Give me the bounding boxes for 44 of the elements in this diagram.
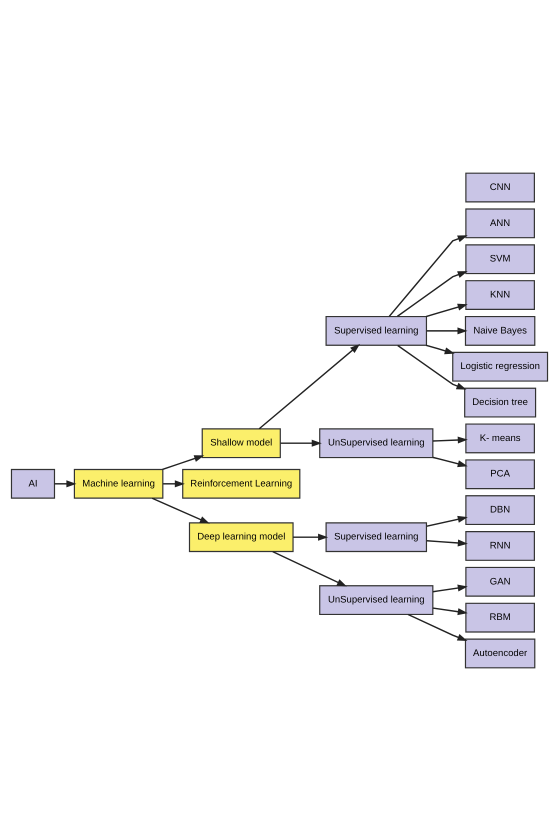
arrow [280,439,322,446]
node-box: Naive Bayes [464,315,536,346]
arrow [272,550,347,586]
arrow [397,344,467,390]
arrow [432,606,468,615]
arrow [432,436,468,444]
node-box: Logistic regression [452,351,548,382]
arrow [408,613,468,640]
node-box: K- means [465,422,535,453]
node-box: DBN [465,494,535,525]
node-box: Shallow model [202,428,281,458]
node-box: Supervised learning [326,522,428,552]
node-box: ANN [465,208,535,238]
node-box: GAN [465,566,535,596]
node-box: AI [10,468,56,498]
node-box: Autoencoder [464,638,536,668]
arrow [432,584,468,592]
node-box: UnSupervised learning [319,584,434,615]
node-box: Supervised learning [326,315,428,346]
node-box: PCA [465,458,535,489]
node-box: CNN [465,172,535,202]
arrow [426,515,468,526]
node-box: SVM [465,244,535,274]
arrow [163,480,185,487]
node-box: Reinforcement Learning [182,468,300,498]
node-box: RBM [465,602,535,632]
arrow [152,497,210,524]
arrow [162,454,204,470]
arrow [293,533,328,540]
arrow [396,270,468,316]
arrow [426,326,468,334]
arrow [432,456,468,467]
node-box: Machine learning [74,468,164,498]
node-box: Decision tree [464,387,536,418]
arrow [426,303,468,317]
node-box: KNN [465,280,535,310]
arrow [54,480,76,487]
arrow [258,343,360,429]
node-box: Deep learning model [188,522,294,552]
node-box: UnSupervised learning [319,428,434,458]
arrow [426,344,455,354]
arrow [426,538,468,546]
node-box: RNN [465,530,535,560]
arrow [388,234,468,316]
